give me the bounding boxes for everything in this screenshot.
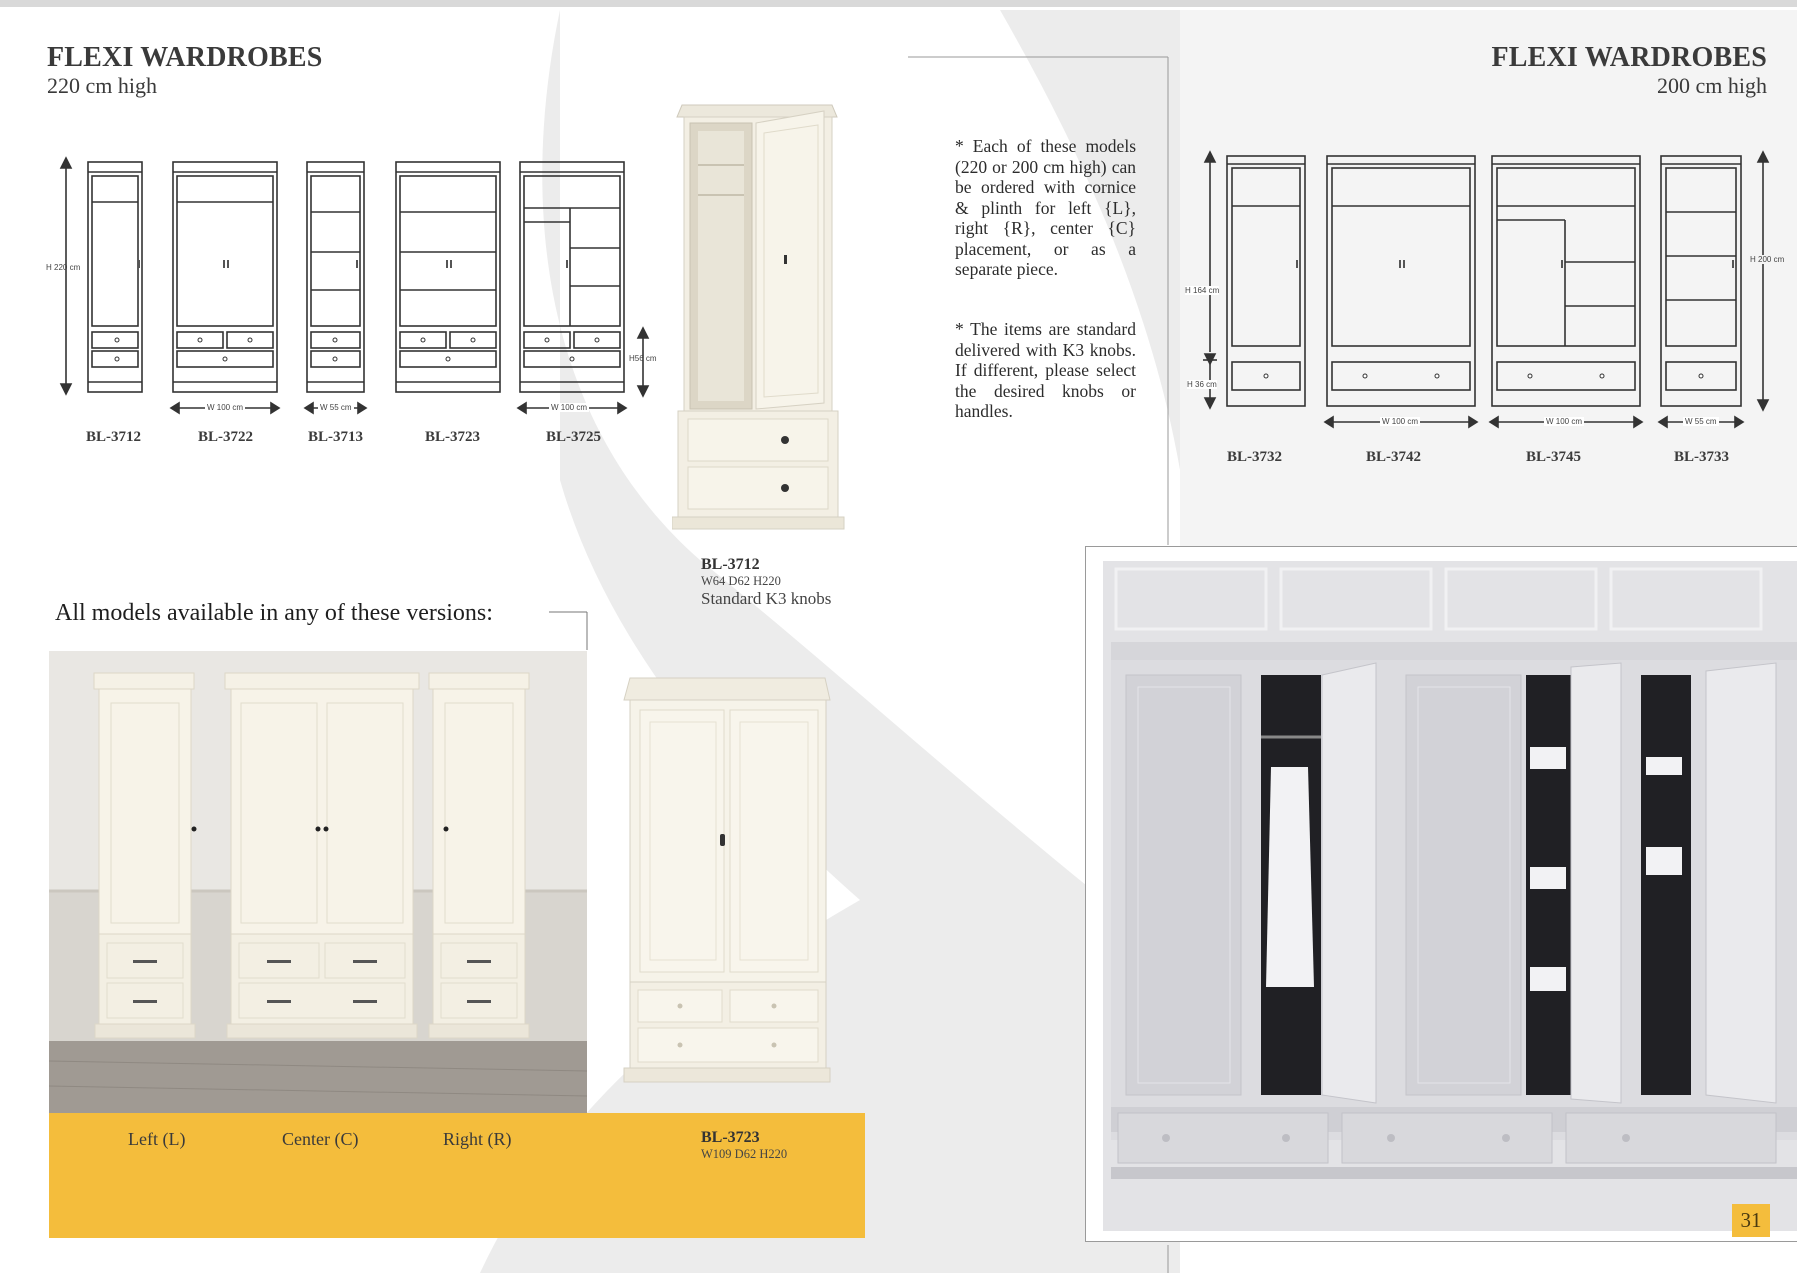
featured-1-dims: W64 D62 H220 xyxy=(701,574,781,588)
note-cornice-plinth: * Each of these models (220 or 200 cm hi… xyxy=(955,136,1136,279)
versions-label-bar xyxy=(49,1113,865,1238)
left-drawer-height-label: H56 cm xyxy=(629,354,657,363)
model-code: BL-3722 xyxy=(198,429,254,445)
versions-photo xyxy=(49,651,587,1114)
bl-3723-product-image xyxy=(623,677,831,1083)
page-number: 31 xyxy=(1732,1204,1770,1237)
featured-2-code: BL-3723 xyxy=(701,1129,760,1146)
left-page-subtitle: 220 cm high xyxy=(47,73,157,98)
featured-2-dims: W109 D62 H220 xyxy=(701,1147,788,1161)
right-height-label: H 200 cm xyxy=(1750,255,1785,264)
bl-3712-product-image xyxy=(672,104,845,530)
model-code: BL-3742 xyxy=(1366,449,1422,465)
model-code: BL-3723 xyxy=(425,429,481,445)
model-code: BL-3732 xyxy=(1227,449,1283,465)
model-code: BL-3745 xyxy=(1526,449,1582,465)
versions-title: All models available in any of these ver… xyxy=(55,600,493,626)
right-lower-height-label: H 36 cm xyxy=(1187,380,1217,389)
left-wardrobe-diagram xyxy=(59,156,650,415)
model-code: BL-3713 xyxy=(308,429,364,445)
note-knobs: * The items are standard delivered with … xyxy=(955,319,1136,421)
right-width-label-1: W 100 cm xyxy=(1380,417,1421,426)
left-height-label: H 220 cm xyxy=(46,263,81,272)
right-page-subtitle: 200 cm high xyxy=(1657,73,1767,98)
model-code: BL-3725 xyxy=(546,429,602,445)
left-width-label-2: W 55 cm xyxy=(318,403,354,412)
right-page-title: FLEXI WARDROBES xyxy=(1491,42,1767,73)
top-border xyxy=(0,0,1797,7)
right-upper-height-label: H 164 cm xyxy=(1185,286,1220,295)
model-code: BL-3712 xyxy=(86,429,142,445)
version-left-label: Left (L) xyxy=(128,1129,186,1149)
right-wardrobe-diagram xyxy=(1203,150,1770,429)
left-width-label-3: W 100 cm xyxy=(549,403,590,412)
left-width-label-1: W 100 cm xyxy=(205,403,246,412)
left-page-title: FLEXI WARDROBES xyxy=(47,42,323,73)
right-width-label-2: W 100 cm xyxy=(1544,417,1585,426)
wardrobe-room-photo xyxy=(1085,546,1797,1242)
version-right-label: Right (R) xyxy=(443,1129,512,1149)
right-width-label-3: W 55 cm xyxy=(1683,417,1719,426)
featured-1-knobs: Standard K3 knobs xyxy=(701,589,832,608)
featured-1-code: BL-3712 xyxy=(701,556,760,573)
version-center-label: Center (C) xyxy=(282,1129,359,1149)
model-code: BL-3733 xyxy=(1674,449,1730,465)
